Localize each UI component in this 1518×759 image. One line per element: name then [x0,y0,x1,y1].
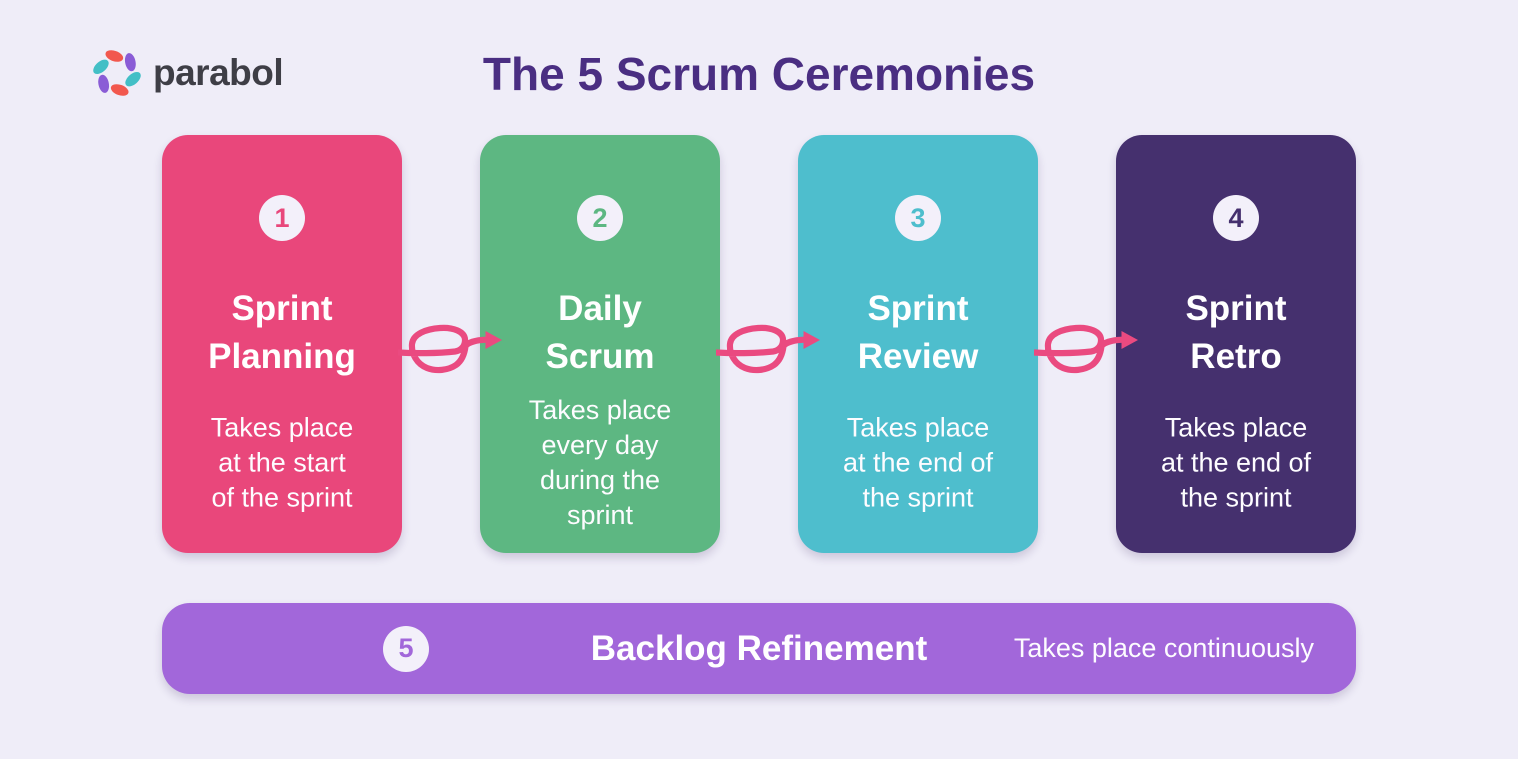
loop-arrow-icon [1034,324,1138,374]
parabol-logo-icon [93,50,141,96]
card-title: Sprint Retro [1185,289,1287,376]
bar-title: Backlog Refinement [590,629,928,668]
logo-wordmark: parabol [153,52,284,93]
loop-arrow-icon [398,324,502,374]
card-description: Takes place at the end of the sprint [842,412,994,513]
page-title: The 5 Scrum Ceremonies [482,48,1036,100]
card-title: Sprint Review [857,289,979,376]
card-daily-scrum: 2 Daily Scrum Takes place every day duri… [480,135,720,553]
card-title: Sprint Planning [208,289,356,376]
step-number-badge: 5 [383,625,429,672]
card-description: Takes place at the end of the sprint [1160,412,1312,513]
bar-subtitle: Takes place continuously [1013,633,1314,663]
loop-arrow-icon [716,324,820,374]
card-sprint-retro: 4 Sprint Retro Takes place at the end of… [1116,135,1356,553]
step-number-badge: 3 [895,195,941,241]
card-description: Takes place at the start of the sprint [210,412,354,513]
step-number-badge: 4 [1213,195,1259,241]
step-number-badge: 2 [577,195,623,241]
ceremony-cards: 1 Sprint Planning Takes place at the sta… [162,135,1356,553]
card-sprint-planning: 1 Sprint Planning Takes place at the sta… [162,135,402,553]
step-number-badge: 1 [259,195,305,241]
card-title: Daily Scrum [545,289,655,376]
parabol-logo: parabol [92,48,284,98]
card-description: Takes place every day during the sprint [528,395,672,530]
backlog-refinement-bar: 5 Backlog Refinement Takes place continu… [162,603,1356,694]
card-sprint-review: 3 Sprint Review Takes place at the end o… [798,135,1038,553]
